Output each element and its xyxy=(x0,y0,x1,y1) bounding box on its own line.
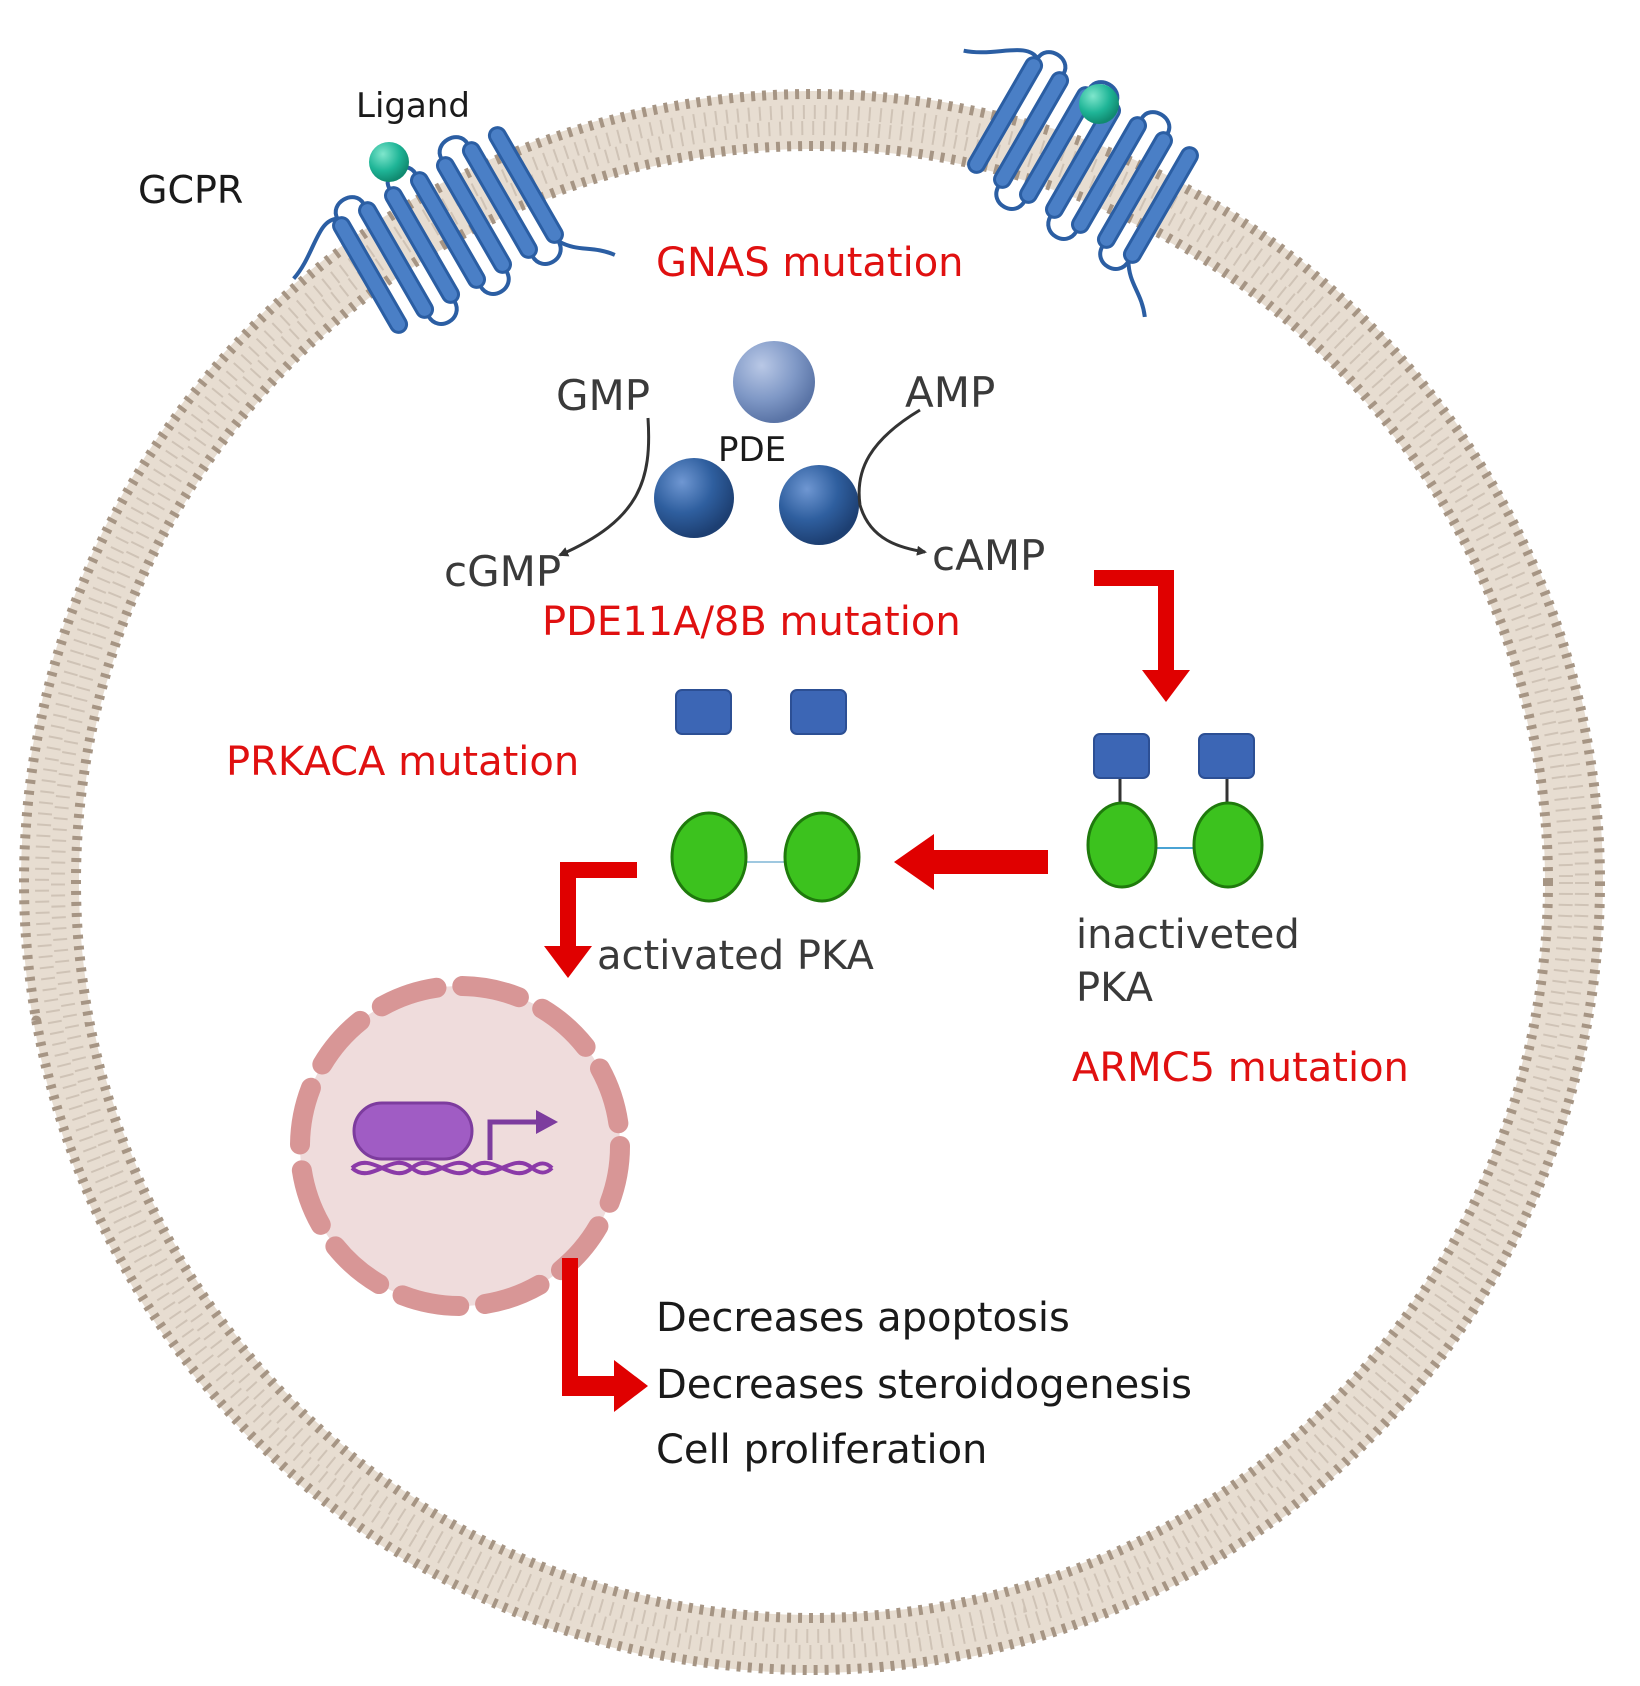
outcome-decreases-steroidogenesis: Decreases steroidogenesis xyxy=(656,1362,1192,1408)
activated-pka-label: activated PKA xyxy=(597,933,875,979)
ligand-icon-right xyxy=(1079,84,1119,124)
ligand-icon xyxy=(369,142,409,182)
activated-pka-catalytic-right xyxy=(783,811,861,903)
amp-to-camp-arrow xyxy=(857,408,927,556)
free-regulatory-subunit-left xyxy=(675,689,732,735)
pka-to-nucleus-arrow xyxy=(544,862,637,978)
inactive-to-active-arrow xyxy=(894,834,1048,890)
pde-label: PDE xyxy=(718,430,786,470)
armc5-mutation-label: ARMC5 mutation xyxy=(1072,1045,1409,1091)
cgmp-label: cGMP xyxy=(444,547,561,596)
amp-label: AMP xyxy=(905,368,995,417)
inactive-pka-regulatory-left xyxy=(1093,733,1150,779)
cell-membrane xyxy=(19,89,1605,1675)
activated-pka-catalytic-left xyxy=(670,811,748,903)
free-regulatory-subunit-right xyxy=(790,689,847,735)
gcpr-label: GCPR xyxy=(138,168,243,212)
gnas-mutation-label: GNAS mutation xyxy=(656,240,964,286)
pde-mutation-label: PDE11A/8B mutation xyxy=(542,599,961,645)
pde-left-sphere-icon xyxy=(654,458,734,538)
pde-right-sphere-icon xyxy=(779,465,859,545)
camp-to-pka-arrow xyxy=(1094,570,1190,702)
inactive-pka-catalytic-left xyxy=(1086,801,1158,889)
inactive-pka-regulatory-right xyxy=(1198,733,1255,779)
gmp-label: GMP xyxy=(556,371,650,420)
nucleus-to-outcomes-arrow xyxy=(562,1258,648,1412)
gmp-to-cgmp-arrow xyxy=(558,417,651,557)
inactive-pka-catalytic-right xyxy=(1192,801,1264,889)
outcome-cell-proliferation: Cell proliferation xyxy=(656,1427,987,1473)
inactivated-pka-label-line1: inactiveted xyxy=(1076,912,1300,958)
inactivated-pka-label-line2: PKA xyxy=(1076,965,1154,1011)
outcome-decreases-apoptosis: Decreases apoptosis xyxy=(656,1295,1070,1341)
prkaca-mutation-label: PRKACA mutation xyxy=(226,739,579,785)
gene-transcription-icon xyxy=(350,1101,558,1176)
camp-label: cAMP xyxy=(932,531,1045,580)
pde-light-sphere-icon xyxy=(733,341,815,423)
ligand-label: Ligand xyxy=(356,86,470,126)
